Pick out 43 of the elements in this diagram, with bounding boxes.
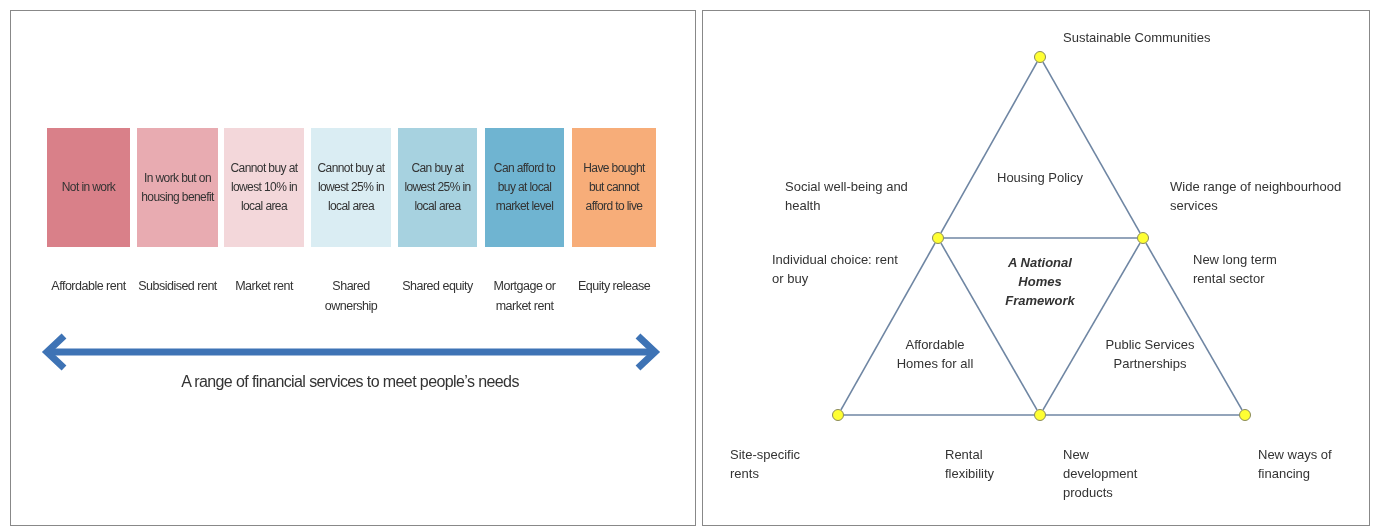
connector-line <box>940 242 1038 411</box>
junction-circle <box>1137 232 1149 244</box>
product-label: Subsidised rent <box>137 278 218 295</box>
category-box: Have bought but cannot afford to live <box>572 128 656 247</box>
category-box: Cannot buy at lowest 25% in local area <box>311 128 391 247</box>
section-label: Public Services Partnerships <box>1104 336 1196 373</box>
connector-line <box>1042 242 1141 411</box>
connector-line <box>940 61 1038 234</box>
category-box: Can afford to buy at local market level <box>485 128 564 247</box>
section-label: Affordable Homes for all <box>895 336 975 373</box>
category-box: Can buy at lowest 25% in local area <box>398 128 477 247</box>
junction-circle <box>1239 409 1251 421</box>
node-caption: Site-specific rents <box>730 446 802 483</box>
connector-line <box>1045 414 1240 416</box>
caption-text: A range of financial services to meet people’s needs <box>180 372 520 392</box>
category-box: Not in work <box>47 128 130 247</box>
center-label: A National Homes Framework <box>1004 254 1076 310</box>
node-caption: New long term rental sector <box>1193 251 1278 288</box>
product-label: Equity release <box>576 278 652 295</box>
node-caption: Rental flexibility <box>945 446 996 483</box>
node-caption: Social well-being and health <box>785 178 909 215</box>
junction-circle <box>832 409 844 421</box>
node-caption: New ways of financing <box>1258 446 1333 483</box>
product-label: Affordable rent <box>50 278 127 295</box>
section-label: Housing Policy <box>996 169 1084 187</box>
connector-line <box>843 414 1035 416</box>
category-box: In work but on housing benefit <box>137 128 218 247</box>
junction-circle <box>932 232 944 244</box>
connector-line <box>1145 242 1243 411</box>
connector-line <box>840 242 936 411</box>
category-box: Cannot buy at lowest 10% in local area <box>224 128 304 247</box>
junction-circle <box>1034 409 1046 421</box>
junction-circle <box>1034 51 1046 63</box>
node-caption: New development products <box>1063 446 1139 502</box>
connector-line <box>943 237 1138 239</box>
product-label: Market rent <box>234 278 295 295</box>
product-label: Mortgage or market rent <box>492 278 557 315</box>
product-label: Shared ownership <box>323 278 379 315</box>
node-caption: Individual choice: rent or buy <box>772 251 899 288</box>
node-caption: Sustainable Communities <box>1063 29 1212 47</box>
connector-line <box>1042 61 1141 234</box>
product-label: Shared equity <box>401 278 474 295</box>
node-caption: Wide range of neighbourhood services <box>1170 178 1343 215</box>
